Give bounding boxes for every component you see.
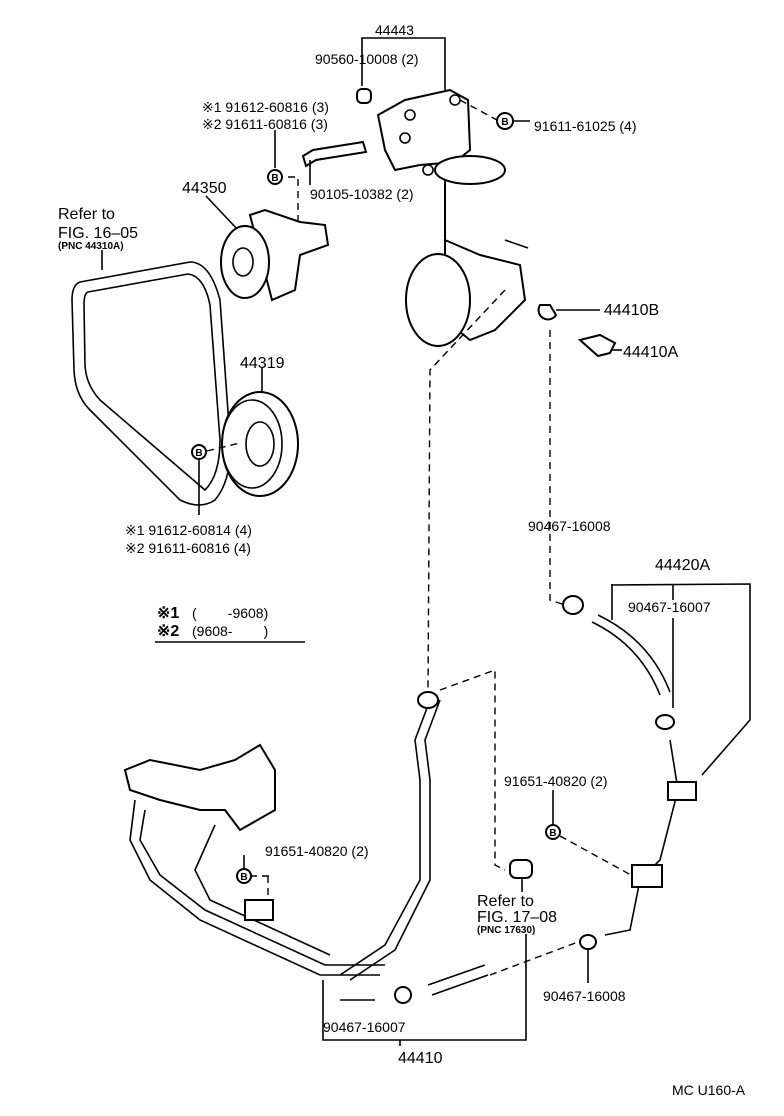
legend-range-2: (9608- ): [192, 623, 268, 639]
belt-drawing: [71, 250, 232, 506]
label-44420a[interactable]: 44420A: [655, 557, 710, 574]
label-44319[interactable]: 44319: [240, 355, 285, 372]
reference-fig-17-08-link[interactable]: FIG. 17–08: [477, 909, 557, 926]
bracket-44443-drawing: [356, 37, 498, 176]
label-90467-16008-bottom[interactable]: 90467-16008: [543, 988, 626, 1004]
label-91612-60814[interactable]: ※1 91612-60814 (4): [125, 522, 252, 538]
label-91611-60816-4[interactable]: ※2 91611-60816 (4): [125, 540, 251, 556]
steering-gear-drawing: [123, 691, 441, 1004]
reference-fig-16-05-link[interactable]: FIG. 16–05: [58, 225, 138, 242]
legend-mark-2: ※2: [157, 623, 179, 640]
bolt-marker-b: B: [549, 828, 556, 839]
legend-mark-1: ※1: [157, 605, 179, 622]
label-44410b[interactable]: 44410B: [604, 302, 659, 319]
bolt-marker-b: B: [240, 872, 247, 883]
label-91611-60816-3[interactable]: ※2 91611-60816 (3): [202, 116, 328, 132]
bolt-marker-b: B: [271, 173, 278, 184]
label-91612-60816[interactable]: ※1 91612-60816 (3): [202, 99, 329, 115]
reference-fig-16-05-line1: Refer to: [58, 206, 115, 223]
label-90560-10008[interactable]: 90560-10008 (2): [315, 51, 419, 67]
reference-pnc-17630: (PNC 17630): [477, 925, 535, 936]
label-90467-16008-top[interactable]: 90467-16008: [528, 518, 611, 534]
label-90105-10382[interactable]: 90105-10382 (2): [310, 186, 414, 202]
bolt-marker-b: B: [195, 448, 202, 459]
pressure-switch-drawing: [322, 859, 533, 1046]
label-44443[interactable]: 44443: [375, 22, 414, 38]
label-91611-61025[interactable]: 91611-61025 (4): [534, 118, 636, 134]
reference-pnc-44310a: (PNC 44310A): [58, 241, 124, 252]
pump-drawing: [405, 155, 622, 358]
reference-fig-17-08-line1: Refer to: [477, 893, 534, 910]
label-91651-40820-left[interactable]: 91651-40820 (2): [265, 843, 369, 859]
return-hose-drawing: [427, 583, 751, 996]
label-44350[interactable]: 44350: [182, 180, 227, 197]
label-44410a[interactable]: 44410A: [623, 344, 678, 361]
diagram-code: MC U160-A: [672, 1082, 746, 1098]
dashed-connectors: [250, 289, 641, 976]
legend-range-1: ( -9608): [192, 605, 268, 621]
label-90467-16007-bottom[interactable]: 90467-16007: [323, 1019, 406, 1035]
bolt-marker-b: B: [501, 117, 508, 128]
label-44410[interactable]: 44410: [398, 1050, 443, 1067]
tensioner-drawing: [205, 130, 368, 302]
label-91651-40820-right[interactable]: 91651-40820 (2): [504, 773, 608, 789]
bolt-markers: B B B B B: [195, 112, 557, 883]
label-90467-16007-right[interactable]: 90467-16007: [628, 599, 711, 615]
pulley-drawing: [191, 368, 299, 515]
